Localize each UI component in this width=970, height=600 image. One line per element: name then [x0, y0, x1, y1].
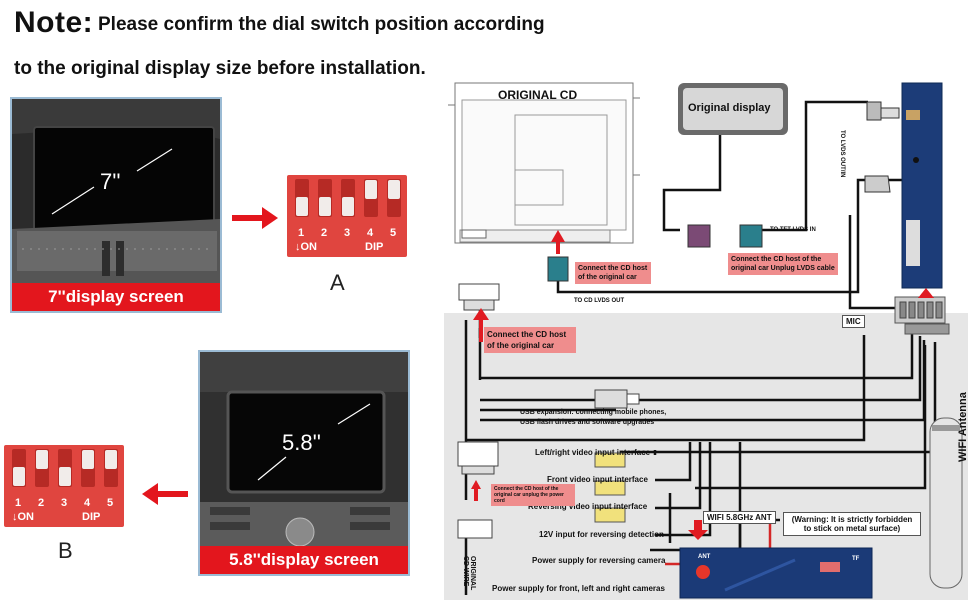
- dip-b-switch-3: [58, 449, 72, 487]
- dip-a-knob-1: [296, 197, 308, 216]
- dip-a-switch-2: [318, 179, 332, 217]
- dip-b-knob-1: [13, 467, 25, 486]
- dip-a-switch-4: [364, 179, 378, 217]
- dip-a-switch-5: [387, 179, 401, 217]
- module-ant-label: ANT: [698, 554, 711, 560]
- original-cd-label: ORIGINAL CD: [498, 88, 578, 102]
- connect-cd-host-small-label: Connect the CD host of the original car: [575, 262, 651, 284]
- dip-b-knob-4: [82, 450, 94, 469]
- note-line-2: to the original display size before inst…: [14, 58, 426, 79]
- v12-reverse-label: 12V input for reversing detection: [539, 530, 664, 539]
- dip-b-on-label: ↓ON: [12, 511, 34, 523]
- dip-b-number-5: 5: [107, 497, 114, 509]
- unplug-lvds-label: Connect the CD host of the original car …: [728, 253, 838, 275]
- mic-label: MIC: [842, 315, 865, 328]
- module-tf-label: TF: [852, 556, 860, 562]
- dip-b-knob-2: [36, 450, 48, 469]
- arrow-right-icon: [232, 207, 278, 229]
- five-eight-size-label: 5.8'': [282, 430, 321, 455]
- front-video-label: Front video input interface: [547, 475, 648, 484]
- dip-a-knob-5: [388, 180, 400, 199]
- wifi-ant-label: WIFI 5.8GHz ANT: [703, 511, 776, 524]
- power-reverse-cam-label: Power supply for reversing camera: [532, 556, 666, 565]
- dip-switch-b: 1 2 3 4 5 ↓ON DIP: [4, 445, 124, 527]
- five-eight-caption: 5.8''display screen: [200, 546, 408, 574]
- dip-a-switch-3: [341, 179, 355, 217]
- warning-label: (Warning: It is strictly forbidden to st…: [783, 512, 921, 536]
- dip-a-knob-4: [365, 180, 377, 199]
- to-cd-lvds-out-label: TO CD LVDS OUT: [574, 298, 625, 304]
- dip-a-knob-2: [319, 197, 331, 216]
- connect-cd-host-big-label: Connect the CD host of the original car: [484, 327, 576, 353]
- seven-inch-photo: 7'' 7''display screen: [10, 97, 222, 313]
- original-display-label: Original display: [688, 102, 771, 114]
- dip-b-knob-3: [59, 467, 71, 486]
- dip-b-knob-5: [105, 450, 117, 469]
- dip-b-number-1: 1: [15, 497, 22, 509]
- to-lvds-out-in-label: TO LVDS OUT/IN: [839, 130, 845, 178]
- dip-b-switch-1: [12, 449, 26, 487]
- dip-a-number-3: 3: [344, 227, 351, 239]
- connect-power-cord-label: Connect the CD host of the original car …: [491, 484, 575, 506]
- dip-a-number-4: 4: [367, 227, 374, 239]
- dip-a-knob-3: [342, 197, 354, 216]
- dip-a-dip-label: DIP: [365, 241, 384, 253]
- dip-a-number-2: 2: [321, 227, 328, 239]
- seven-inch-size-label: 7'': [100, 169, 121, 194]
- cd-wire-label: ORIGINAL CD WIRE: [462, 556, 476, 591]
- dip-switch-a: 1 2 3 4 5 ↓ON DIP: [287, 175, 407, 257]
- dip-a-on-label: ↓ON: [295, 241, 317, 253]
- note-line-1: Please confirm the dial switch position …: [98, 14, 545, 35]
- variant-label-b: B: [58, 538, 73, 563]
- arrow-left-icon: [142, 483, 188, 505]
- dip-b-number-4: 4: [84, 497, 91, 509]
- dip-a-switch-1: [295, 179, 309, 217]
- usb-expansion-label: USB expansion: connecting mobile phones,…: [520, 409, 667, 426]
- wifi-antenna-label: WIFI Antenna: [957, 392, 969, 462]
- to-tft-lvds-in-label: TO TFT LVDS IN: [770, 227, 816, 233]
- lr-video-label: Left/right video input interface: [535, 448, 651, 457]
- seven-inch-dashboard-graphic: [12, 99, 220, 311]
- dip-b-switch-2: [35, 449, 49, 487]
- note-title: Note:: [14, 6, 94, 39]
- five-eight-photo: 5.8'' 5.8''display screen: [198, 350, 410, 576]
- dip-b-switch-5: [104, 449, 118, 487]
- dip-a-number-5: 5: [390, 227, 397, 239]
- seven-inch-caption: 7''display screen: [12, 283, 220, 311]
- power-front-cams-label: Power supply for front, left and right c…: [492, 584, 665, 593]
- variant-label-a: A: [330, 270, 345, 295]
- dip-b-number-3: 3: [61, 497, 68, 509]
- dip-b-switch-4: [81, 449, 95, 487]
- reverse-video-label: Reversing video input interface: [528, 502, 648, 511]
- dip-b-dip-label: DIP: [82, 511, 101, 523]
- dip-a-number-1: 1: [298, 227, 305, 239]
- wiring-diagram-lines: [448, 82, 963, 599]
- five-eight-dashboard-graphic: [200, 352, 408, 574]
- dip-b-number-2: 2: [38, 497, 45, 509]
